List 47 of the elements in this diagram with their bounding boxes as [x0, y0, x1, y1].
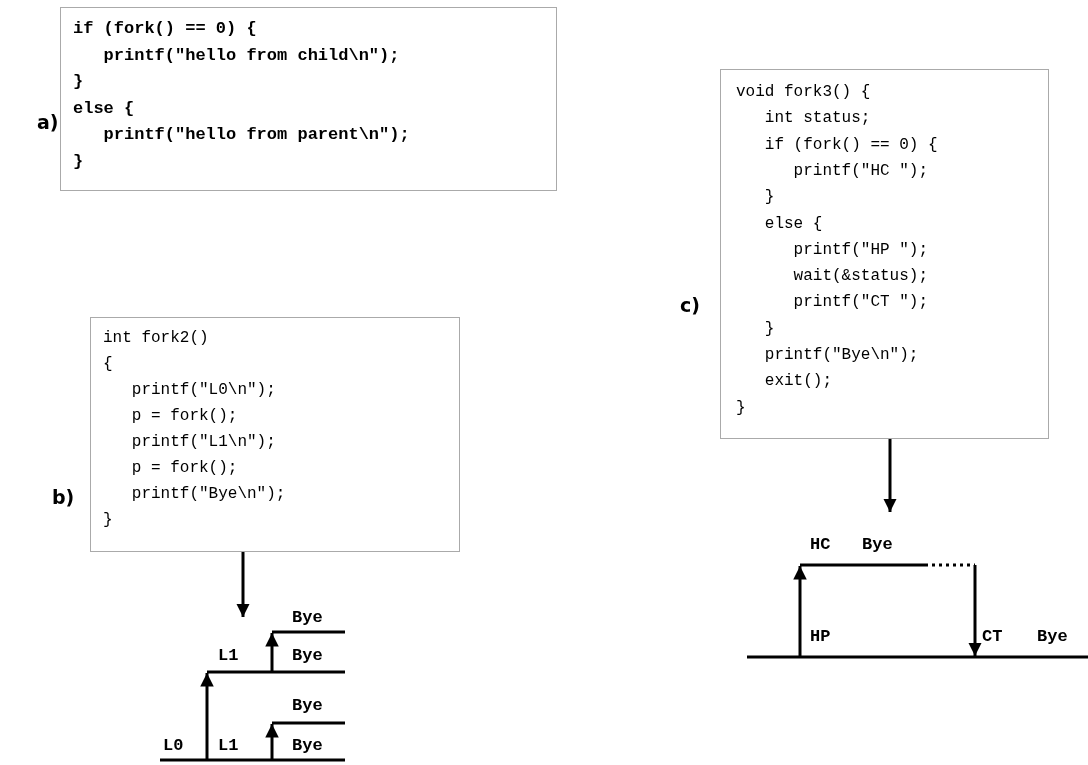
output-label: L1 — [218, 647, 239, 664]
code-line: } — [764, 320, 775, 337]
code-line: p = fork(); — [131, 460, 238, 476]
code-line: printf("HC "); — [793, 162, 928, 179]
output-label: L0 — [163, 737, 184, 754]
arrow — [236, 552, 250, 617]
output-label: HC — [810, 536, 831, 553]
code-line: printf("CT "); — [793, 294, 928, 311]
code-line: if (fork() == 0) { — [764, 136, 938, 153]
code-line: } — [736, 399, 746, 416]
code-line: p = fork(); — [131, 408, 238, 424]
output-label: HP — [810, 628, 831, 645]
panel-label: b) — [52, 488, 75, 507]
code-line: else { — [73, 99, 135, 117]
code-line: else { — [764, 215, 823, 232]
code-line: printf("hello from child\n"); — [103, 46, 400, 64]
code-line: printf("HP "); — [793, 241, 928, 258]
code-line: exit(); — [764, 373, 832, 390]
code-line: printf("Bye\n"); — [764, 347, 919, 363]
output-label: Bye — [292, 737, 323, 754]
code-line: { — [103, 356, 113, 372]
code-line: printf("L0\n"); — [131, 382, 276, 398]
code-line: printf("L1\n"); — [131, 434, 276, 450]
output-label: CT — [982, 628, 1003, 645]
code-line: wait(&status); — [793, 268, 928, 285]
panel-label: a) — [37, 113, 59, 132]
output-label: L1 — [218, 737, 239, 754]
code-line: } — [764, 189, 775, 206]
code-line: } — [73, 152, 84, 170]
output-label: Bye — [1037, 628, 1068, 645]
code-line: int status; — [764, 110, 871, 127]
output-label: Bye — [292, 697, 323, 714]
code-box — [90, 317, 460, 552]
code-line: void fork3() { — [736, 84, 871, 100]
code-box — [720, 69, 1049, 439]
arrow — [883, 439, 897, 512]
code-line: } — [73, 73, 84, 90]
output-label: Bye — [292, 647, 323, 664]
process-graph-drawing — [747, 563, 1088, 659]
code-line: printf("Bye\n"); — [131, 486, 286, 502]
code-box — [60, 7, 557, 191]
code-line: } — [103, 512, 113, 528]
code-line: printf("hello from parent\n"); — [103, 126, 410, 143]
code-line: if (fork() == 0) { — [73, 20, 257, 37]
process-graph-drawing — [160, 630, 345, 762]
code-line: int fork2() — [103, 330, 209, 346]
panel-label: c) — [680, 296, 700, 315]
